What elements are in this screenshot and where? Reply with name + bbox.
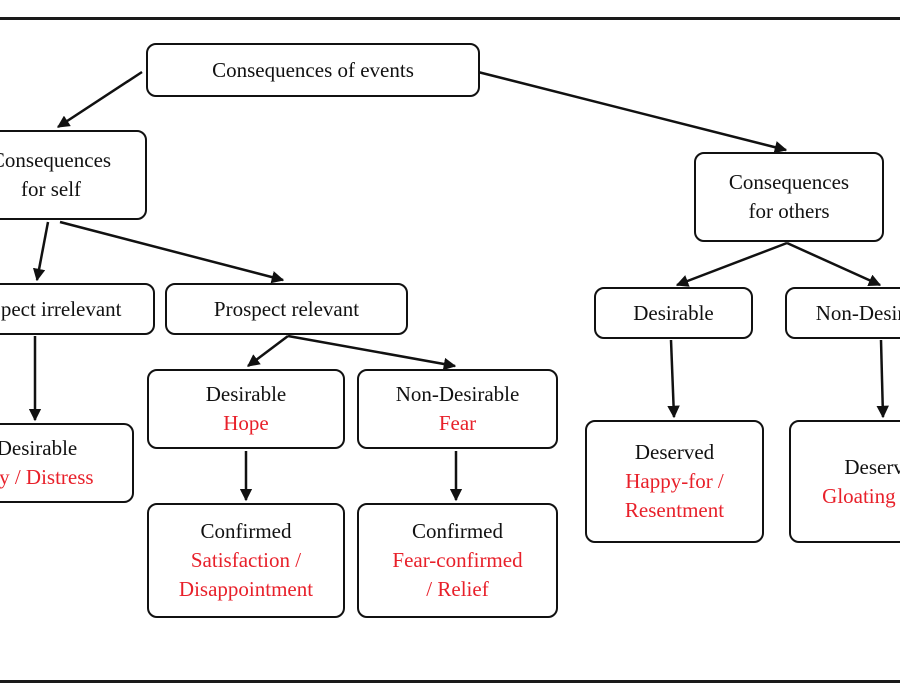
node-prospect-irrelevant: Prospect irrelevant	[0, 283, 155, 335]
node-text: Deserved	[844, 454, 900, 479]
node-text: Consequences	[728, 170, 850, 194]
node-others-non-desirable: Non-Desirable	[785, 287, 900, 339]
node-text: Non-Desirable	[815, 300, 900, 325]
node-fear-confirmed: Confirmed Fear-confirmed / Relief	[357, 503, 558, 618]
node-text: Consequences of events	[212, 57, 414, 82]
node-consequences-for-others: Consequences for others	[694, 152, 884, 242]
node-consequences-for-self: Consequences for self	[0, 130, 147, 220]
emotion-label: Fear	[438, 411, 477, 435]
emotion-label: Resentment	[624, 498, 725, 522]
node-deserved-non-desirable: Deserved Gloating / Pity	[789, 420, 900, 543]
emotion-label: Gloating / Pity	[822, 483, 900, 508]
edge-relevant-to-desirable	[247, 335, 289, 367]
emotion-label: Fear-confirmed	[392, 548, 523, 572]
edge-onondes-to-deserved	[876, 339, 889, 419]
node-text: Confirmed	[412, 519, 503, 543]
node-text: Non-Desirable	[395, 382, 520, 406]
node-prospect-relevant-non-desirable: Non-Desirable Fear	[357, 369, 558, 449]
node-deserved-desirable: Deserved Happy-for / Resentment	[585, 420, 764, 543]
node-consequences-of-events: Consequences of events	[146, 43, 480, 97]
edge-self-to-relevant	[59, 220, 285, 284]
node-prospect-irrelevant-desirable: Desirable Joy / Distress	[0, 423, 134, 503]
edge-root-to-self	[56, 70, 143, 129]
node-text: Confirmed	[200, 519, 292, 543]
bottom-frame-line	[0, 680, 900, 683]
edge-odes-to-deserved	[667, 339, 680, 419]
emotion-label: Hope	[223, 411, 269, 435]
node-text: for others	[748, 199, 830, 223]
node-prospect-relevant-desirable: Desirable Hope	[147, 369, 345, 449]
node-text: Desirable	[633, 300, 714, 325]
node-text: Prospect irrelevant	[0, 296, 122, 321]
edge-self-to-irrelevant	[32, 221, 50, 282]
top-frame-line	[0, 17, 900, 20]
emotion-label: Joy / Distress	[0, 465, 94, 489]
edge-relevant-to-nondesirable	[287, 334, 457, 371]
node-text: for self	[20, 177, 82, 201]
node-text: Prospect relevant	[213, 296, 360, 321]
emotion-label: / Relief	[426, 577, 489, 601]
emotion-label: Disappointment	[178, 577, 314, 601]
node-text: Desirable	[205, 382, 287, 406]
emotion-label: Satisfaction /	[190, 548, 302, 572]
emotion-label: Happy-for /	[625, 469, 724, 493]
edge-others-to-desirable	[675, 241, 788, 287]
edge-others-to-nondesirable	[786, 241, 882, 287]
node-prospect-relevant: Prospect relevant	[165, 283, 408, 335]
node-text: Consequences	[0, 148, 112, 172]
node-text: Desirable	[0, 436, 78, 460]
node-others-desirable: Desirable	[594, 287, 753, 339]
node-hope-confirmed: Confirmed Satisfaction / Disappointment	[147, 503, 345, 618]
node-text: Deserved	[634, 440, 715, 464]
edge-root-to-others	[477, 70, 788, 154]
